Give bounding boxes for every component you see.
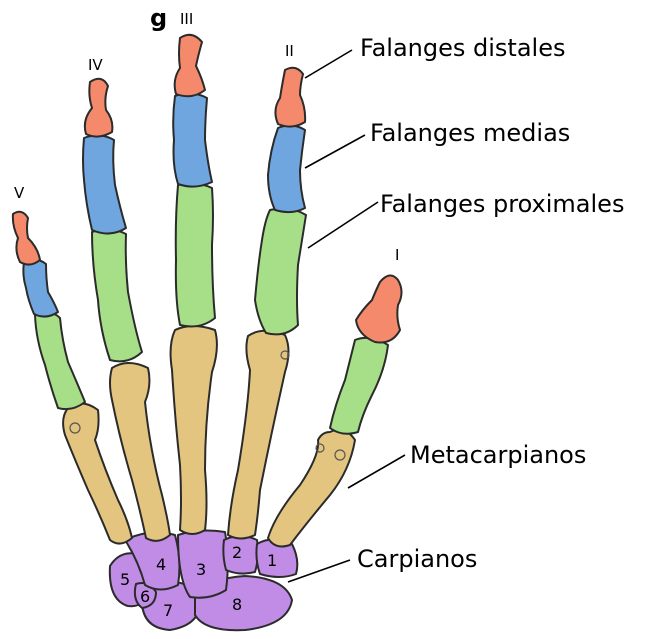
carpal-number-6: 6: [140, 587, 150, 606]
carpal-number-5: 5: [120, 570, 130, 589]
distal-phalanx-IV: [85, 79, 113, 137]
carpal-bones: [110, 531, 298, 631]
distal-phalanx-V: [13, 212, 40, 265]
proximal-phalanx-V: [35, 312, 85, 409]
medial-phalanx-IV: [83, 135, 126, 233]
carpal-number-4: 4: [156, 555, 166, 574]
finger-numeral-V: V: [14, 184, 25, 202]
proximal-phalanx-I: [330, 338, 388, 434]
proximal-phalanges: [35, 183, 388, 434]
proximal-phalanx-III: [176, 183, 215, 326]
leader-line-metacarpal: [348, 455, 405, 488]
finger-numeral-I: I: [395, 246, 399, 264]
finger-numeral-II: II: [285, 42, 294, 60]
proximal-phalanx-II: [255, 208, 306, 334]
label-falanges-proximales: Falanges proximales: [380, 190, 624, 218]
medial-phalanx-II: [268, 125, 305, 212]
distal-phalanx-II: [275, 68, 305, 127]
distal-phalanx-III: [175, 35, 205, 96]
carpal-number-7: 7: [163, 601, 173, 620]
label-falanges-distales: Falanges distales: [360, 34, 566, 62]
medial-phalanx-V: [23, 259, 58, 316]
leader-line-proximal: [308, 202, 378, 248]
metacarpal-I: [268, 430, 355, 547]
finger-numeral-III: III: [180, 10, 193, 28]
label-metacarpianos: Metacarpianos: [410, 441, 586, 469]
leader-line-distal: [305, 50, 352, 78]
distal-phalanx-I: [356, 275, 402, 342]
carpal-number-2: 2: [232, 543, 242, 562]
metacarpal-II: [228, 331, 289, 539]
medial-phalanx-III: [173, 93, 212, 186]
carpal-number-1: 1: [267, 551, 277, 570]
metacarpal-bones: [63, 326, 355, 546]
label-falanges-medias: Falanges medias: [370, 119, 570, 147]
label-carpianos: Carpianos: [357, 545, 477, 573]
leader-line-medial: [305, 135, 365, 168]
carpal-number-8: 8: [232, 595, 242, 614]
finger-numeral-IV: IV: [88, 56, 103, 74]
metacarpal-III: [171, 326, 217, 534]
proximal-phalanx-IV: [92, 229, 142, 361]
carpal-number-3: 3: [196, 560, 206, 579]
header-fragment: g: [150, 4, 167, 32]
